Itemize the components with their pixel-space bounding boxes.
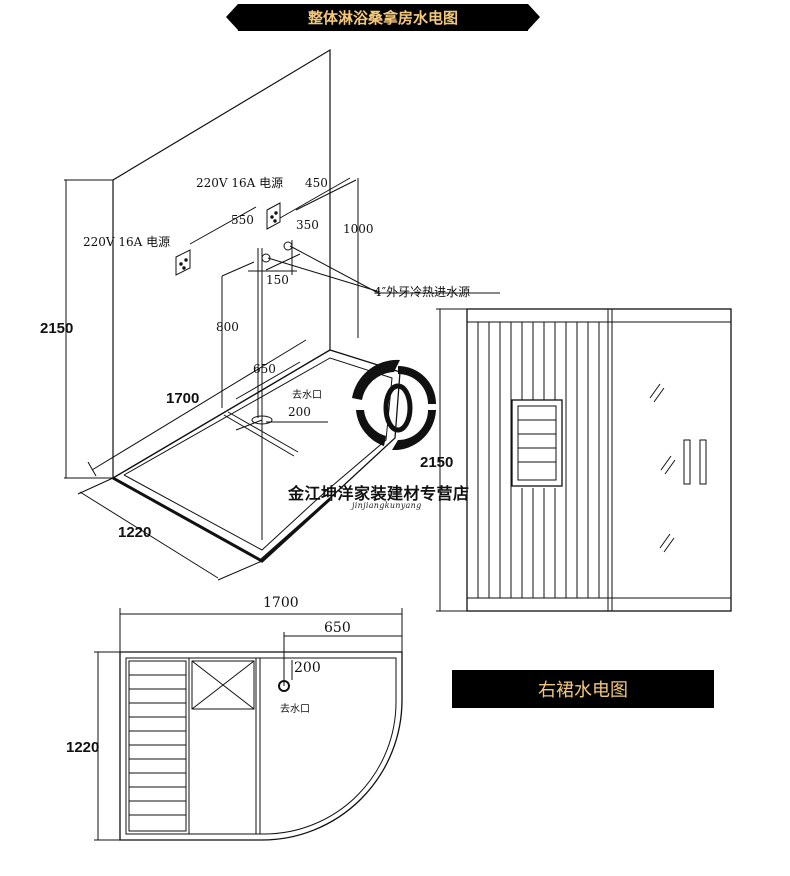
front-height-label: 2150 [420,454,453,471]
side-banner: 右裙水电图 [452,670,714,708]
iso-dim-650: 650 [253,362,276,376]
plan-outline-outer [119,651,403,841]
plan-seat [128,660,187,832]
brand-subtitle: jinjiangkunyang [352,501,422,510]
plan-width-label: 1700 [263,595,299,611]
front-view-control-panel [511,399,563,487]
plan-view: 1700 650 200 去水口 1220 [66,595,403,841]
iso-dim-450: 450 [305,176,328,190]
front-view-slats [477,322,600,598]
iso-socket-right [266,202,281,230]
iso-floor-tray [111,349,401,561]
title-banner-text: 整体淋浴桑拿房水电图 [307,9,458,27]
isometric-view: 2150 1700 1220 220V 16A 电源 220V 16A 电源 4… [40,48,500,581]
iso-drain [251,415,273,425]
iso-power-left: 220V 16A 电源 [83,235,170,249]
front-view-glass-marks [649,383,676,553]
iso-depth-label: 1220 [118,524,151,541]
side-banner-text: 右裙水电图 [538,680,628,701]
iso-dim-350: 350 [296,218,319,232]
title-banner: 整体淋浴桑拿房水电图 [226,4,540,31]
plan-dim-650: 650 [324,620,351,636]
brand-name: 金江坤洋家装建材专营店 [288,484,470,503]
iso-power-right: 220V 16A 电源 [196,176,283,190]
iso-dim-550: 550 [231,213,254,227]
iso-drain-label: 去水口 [292,389,322,401]
iso-width-label: 1700 [166,390,199,407]
front-view-handle-left [683,439,691,485]
front-view-handle-right [699,439,707,485]
iso-tray-inner [123,357,393,551]
plan-depth-label: 1220 [66,739,99,756]
front-view-frame [466,308,732,612]
iso-dim-800: 800 [216,320,239,334]
plan-dim-200: 200 [294,660,321,676]
plan-outline-inner [125,657,397,835]
plan-seat-slats [129,674,186,816]
plan-drain-label: 去水口 [280,703,310,715]
front-view: 2150 [420,308,732,612]
iso-dim-1000: 1000 [343,222,374,236]
iso-dim-150: 150 [266,273,289,287]
iso-socket-left [175,249,191,276]
plan-heater-box [191,660,255,710]
iso-dim-200: 200 [288,405,311,419]
iso-partition [223,414,295,457]
iso-inlet-label: 4″外牙冷热进水源 [374,285,470,299]
iso-height-label: 2150 [40,320,73,337]
brand-logo [352,359,436,451]
